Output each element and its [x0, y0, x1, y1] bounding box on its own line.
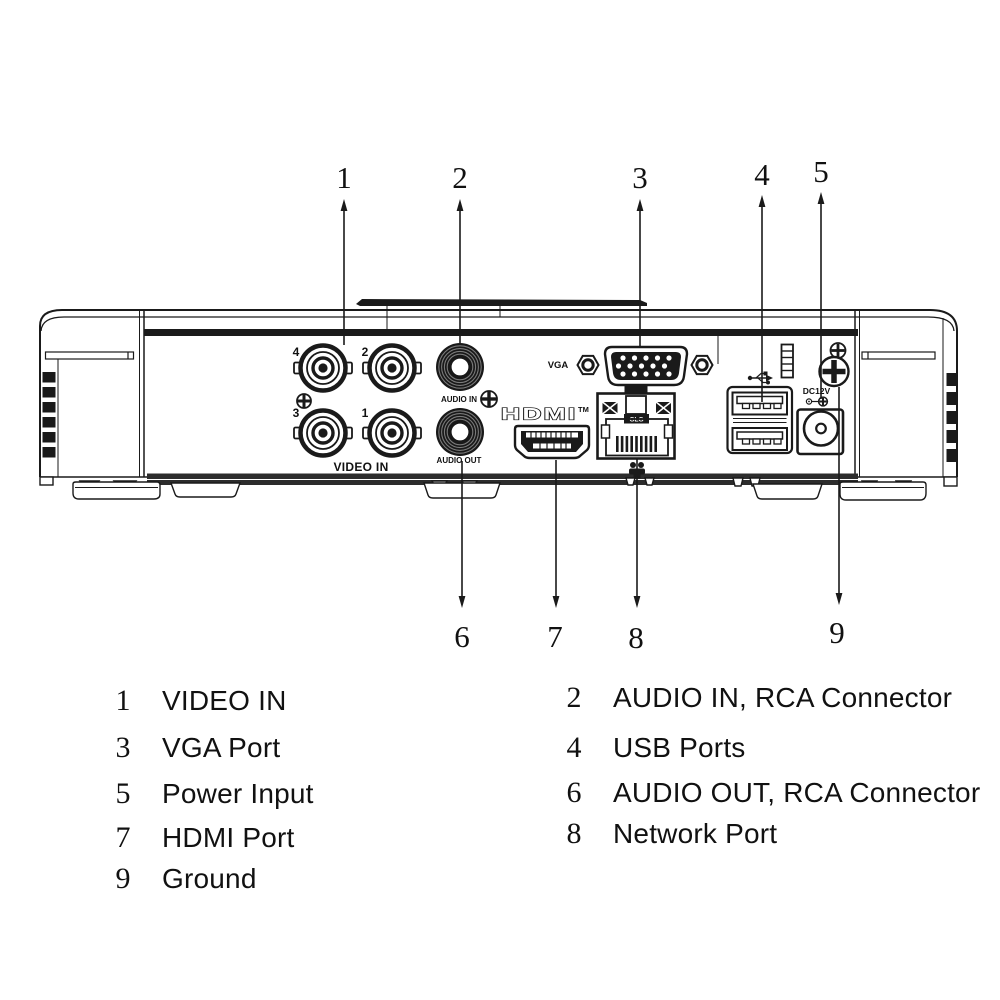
rca-audio-out — [434, 406, 486, 458]
callout-number-3: 3 — [632, 160, 648, 195]
legend-number: 7 — [115, 821, 131, 854]
legend-item-1: 1 VIDEO IN — [100, 684, 287, 718]
network-marking: GLG — [629, 417, 643, 424]
legend-number: 8 — [566, 817, 582, 850]
vga-screw-left — [576, 354, 600, 376]
callout-line-4 — [758, 195, 766, 402]
legend-item-9: 9 Ground — [100, 862, 257, 896]
ground-screw — [818, 355, 850, 388]
video-in-bnc-group: 4 2 3 1 VIDEO IN — [293, 345, 421, 474]
right-vent-slots — [946, 373, 958, 462]
callout-line-9 — [835, 387, 843, 605]
legend-item-4: 4 USB Ports — [551, 731, 746, 765]
usb-port-2 — [731, 427, 788, 451]
legend-item-8: 8 Network Port — [551, 817, 778, 851]
vga-port: VGA — [548, 345, 714, 387]
legend-label: HDMI Port — [162, 822, 295, 853]
legend-number: 2 — [566, 681, 582, 714]
rj45-pins — [616, 436, 657, 452]
power-input-jack — [796, 408, 845, 456]
callout-number-1: 1 — [336, 160, 352, 195]
network-port: GLG — [596, 386, 676, 460]
small-screw — [829, 342, 847, 359]
usb-icon — [747, 371, 773, 385]
bnc-label-2: 2 — [362, 345, 369, 359]
legend-label: USB Ports — [613, 732, 746, 763]
power-group: DC12V — [796, 342, 850, 456]
callout-line-7 — [552, 460, 560, 608]
callout-line-2 — [456, 199, 464, 343]
legend-number: 9 — [115, 862, 131, 895]
usb-port-1 — [731, 391, 788, 416]
callout-line-3 — [636, 199, 644, 346]
legend-item-7: 7 HDMI Port — [100, 821, 295, 855]
legend-item-5: 5 Power Input — [100, 777, 314, 811]
audio-rca-group: AUDIO IN AUDIO OUT — [434, 341, 498, 465]
legend-number: 3 — [115, 731, 131, 764]
callout-line-8 — [633, 458, 641, 608]
legend-label: Network Port — [613, 818, 778, 849]
legend-item-3: 3 VGA Port — [100, 731, 281, 765]
hdmi-tm: TM — [578, 405, 589, 414]
callout-number-4: 4 — [754, 157, 770, 192]
legend-label: Power Input — [162, 778, 314, 809]
callout-number-5: 5 — [813, 154, 829, 189]
callout-number-7: 7 — [547, 619, 563, 654]
vga-label: VGA — [548, 360, 569, 371]
callout-number-9: 9 — [829, 615, 845, 650]
panel-screw — [296, 393, 312, 409]
audio-out-label: AUDIO OUT — [437, 456, 482, 465]
callout-number-6: 6 — [454, 619, 470, 654]
network-clip-icon — [629, 462, 645, 479]
legend-number: 5 — [115, 777, 131, 810]
legend-item-2: 2 AUDIO IN, RCA Connector — [551, 681, 952, 715]
act-led-icon — [655, 401, 672, 415]
legend-label: VIDEO IN — [162, 685, 287, 716]
legend-number: 6 — [566, 776, 582, 809]
link-led-icon — [602, 401, 618, 415]
callout-number-8: 8 — [628, 620, 644, 655]
hdmi-port: HDMI TM — [500, 403, 591, 460]
audio-in-label: AUDIO IN — [441, 395, 477, 404]
polarity-icon — [805, 396, 829, 407]
legend-label: AUDIO OUT, RCA Connector — [613, 777, 981, 808]
legend-number: 4 — [566, 731, 582, 764]
legend-label: Ground — [162, 863, 257, 894]
rca-audio-in — [434, 341, 486, 393]
vent-stack — [780, 343, 794, 379]
callout-line-6 — [458, 461, 466, 608]
callout-line-1 — [340, 199, 348, 345]
panel-screw — [480, 390, 498, 408]
hdmi-logo: HDMI — [501, 404, 578, 423]
bnc-label-4: 4 — [293, 345, 300, 359]
feet — [39, 476, 958, 501]
legend-label: AUDIO IN, RCA Connector — [613, 682, 953, 713]
callout-number-2: 2 — [452, 160, 468, 195]
legend-label: VGA Port — [162, 732, 281, 763]
callout-line-5 — [817, 192, 825, 399]
bnc-label-1: 1 — [362, 406, 369, 420]
legend-number: 1 — [115, 684, 131, 717]
vga-screw-right — [690, 354, 714, 376]
dc-label: DC12V — [803, 386, 831, 396]
bnc-label-3: 3 — [293, 406, 300, 420]
usb-ports — [726, 343, 794, 455]
video-in-label: VIDEO IN — [333, 460, 388, 474]
left-vent-slots — [42, 372, 56, 458]
callout-lines — [340, 192, 843, 608]
legend-item-6: 6 AUDIO OUT, RCA Connector — [551, 776, 981, 810]
